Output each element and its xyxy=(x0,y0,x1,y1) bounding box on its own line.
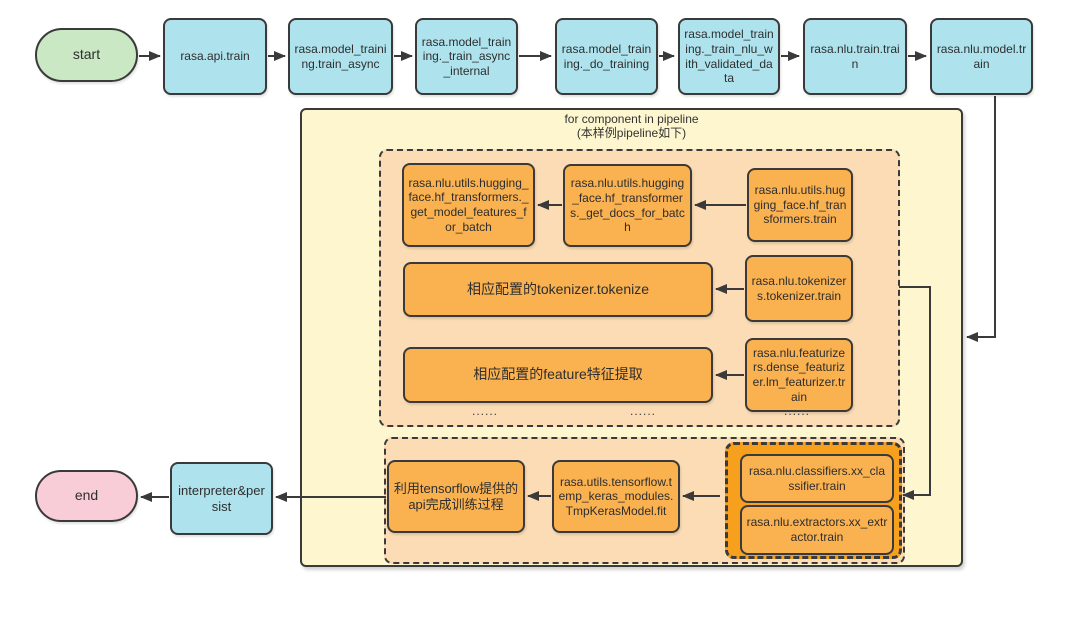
node-tokenizer-train: rasa.nlu.tokenizers.tokenizer.train xyxy=(745,255,853,322)
node-nlu-model-train: rasa.nlu.model.train xyxy=(930,18,1033,95)
node-tokenizer-tokenize: 相应配置的tokenizer.tokenize xyxy=(403,262,713,317)
node-train-async-internal: rasa.model_training._train_async_interna… xyxy=(415,18,518,95)
ellipsis-1: ...... xyxy=(471,404,498,418)
node-featurizer-extract: 相应配置的feature特征提取 xyxy=(403,347,713,403)
node-interpreter-persist: interpreter&persist xyxy=(170,462,273,535)
ellipsis-3: ...... xyxy=(783,404,810,418)
node-train-async: rasa.model_training.train_async xyxy=(288,18,393,95)
node-tmp-keras-model-fit: rasa.utils.tensorflow.temp_keras_modules… xyxy=(552,460,680,533)
node-tensorflow-api-train: 利用tensorflow提供的api完成训练过程 xyxy=(387,460,525,533)
loop-title-line1: for component in pipeline xyxy=(564,112,699,126)
node-start: start xyxy=(35,28,138,82)
node-train-nlu-with-validated-data: rasa.model_training._train_nlu_with_vali… xyxy=(678,18,780,95)
node-classifier-train: rasa.nlu.classifiers.xx_classifier.train xyxy=(740,454,894,503)
ellipsis-2: ...... xyxy=(629,404,656,418)
node-hf-transformers-train: rasa.nlu.utils.hugging_face.hf_transform… xyxy=(747,168,853,242)
loop-title-line2: (本样例pipeline如下) xyxy=(576,125,687,140)
node-rasa-api-train: rasa.api.train xyxy=(163,18,267,95)
node-get-docs-for-batch: rasa.nlu.utils.hugging_face.hf_transform… xyxy=(563,164,692,247)
node-nlu-train-train: rasa.nlu.train.train xyxy=(803,18,907,95)
node-featurizer-train: rasa.nlu.featurizers.dense_featurizer.lm… xyxy=(745,338,853,412)
node-extractor-train: rasa.nlu.extractors.xx_extractor.train xyxy=(740,505,894,555)
node-get-model-features-for-batch: rasa.nlu.utils.hugging_face.hf_transform… xyxy=(402,163,535,247)
node-do-training: rasa.model_training._do_training xyxy=(555,18,658,95)
group-classifier-extractor: rasa.nlu.classifiers.xx_classifier.train… xyxy=(725,442,902,559)
loop-title: for component in pipeline (本样例pipeline如下… xyxy=(302,112,961,141)
node-end: end xyxy=(35,470,138,522)
